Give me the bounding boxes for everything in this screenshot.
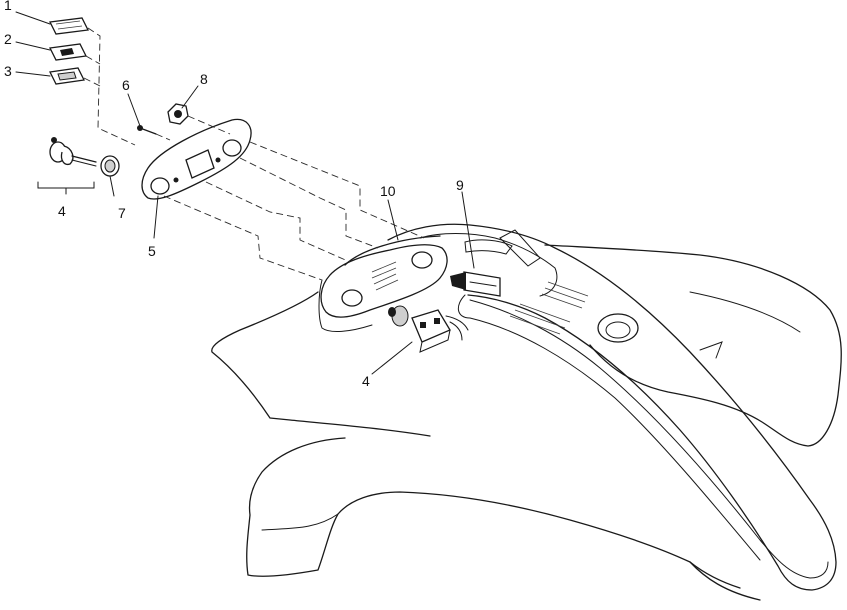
front-fender-tip	[689, 561, 741, 589]
mount-plate-edge	[344, 235, 441, 266]
mount-hole-right	[411, 251, 433, 269]
fender-channel-rim	[457, 294, 761, 561]
callout-9: 9	[456, 177, 464, 193]
nut-part-8	[167, 103, 189, 125]
left-fender-wing	[211, 291, 431, 437]
fender-main-body	[387, 223, 837, 591]
front-fender-arch	[246, 437, 761, 601]
mount-plate-body	[320, 244, 448, 318]
right-flap-edge-mark	[699, 341, 723, 359]
plate-5-hole-right	[222, 139, 242, 157]
callout-labels: 1 2 3 4 4 5 6 7 8 9 10	[4, 0, 464, 389]
socket-terminal-2	[434, 318, 440, 324]
callout-6: 6	[122, 77, 130, 93]
callout-5: 5	[148, 243, 156, 259]
fender-hatching	[509, 281, 589, 335]
plate-5-hole-left	[150, 177, 170, 195]
fender-hump	[419, 233, 558, 297]
grommet-part-7	[100, 155, 120, 177]
callout-1: 1	[4, 0, 12, 13]
callout-2: 2	[4, 31, 12, 47]
connector-part-9	[450, 271, 501, 297]
assembly-leader-lines	[83, 27, 425, 281]
tail-light-plate-part-5	[141, 118, 252, 200]
bulb-part-4-exploded	[49, 137, 97, 167]
lens-part-2	[49, 43, 87, 61]
callout-8: 8	[200, 71, 208, 87]
lens-part-1	[49, 17, 89, 35]
bulb-socket-assembly	[388, 305, 469, 353]
socket-housing	[411, 309, 451, 343]
right-flap-crease	[689, 291, 801, 333]
rear-fender	[211, 223, 842, 601]
callout-leaders	[15, 11, 475, 375]
fender-channel-inner	[469, 299, 829, 579]
front-arch-inner	[261, 513, 339, 531]
fender-round-hole-inner	[605, 321, 631, 339]
fender-hump-slot	[464, 239, 513, 255]
callout-4-fender: 4	[362, 373, 370, 389]
callout-7: 7	[118, 205, 126, 221]
socket-wire	[449, 321, 463, 341]
tail-light-mount-plate	[318, 235, 448, 333]
callout-10: 10	[380, 183, 396, 199]
socket-terminal-1	[420, 322, 426, 328]
lens-part-3	[49, 67, 85, 85]
callout-4-left: 4	[58, 203, 66, 219]
right-fender-flap	[544, 244, 842, 447]
plate-5-window	[185, 149, 215, 179]
strap-loop	[499, 229, 541, 267]
mount-plate-hatching	[371, 261, 399, 291]
mount-plate-outline	[318, 279, 373, 333]
mount-hole-left	[341, 289, 363, 307]
callout-3: 3	[4, 63, 12, 79]
screw-part-6	[137, 125, 157, 135]
connector-plug	[450, 272, 466, 290]
